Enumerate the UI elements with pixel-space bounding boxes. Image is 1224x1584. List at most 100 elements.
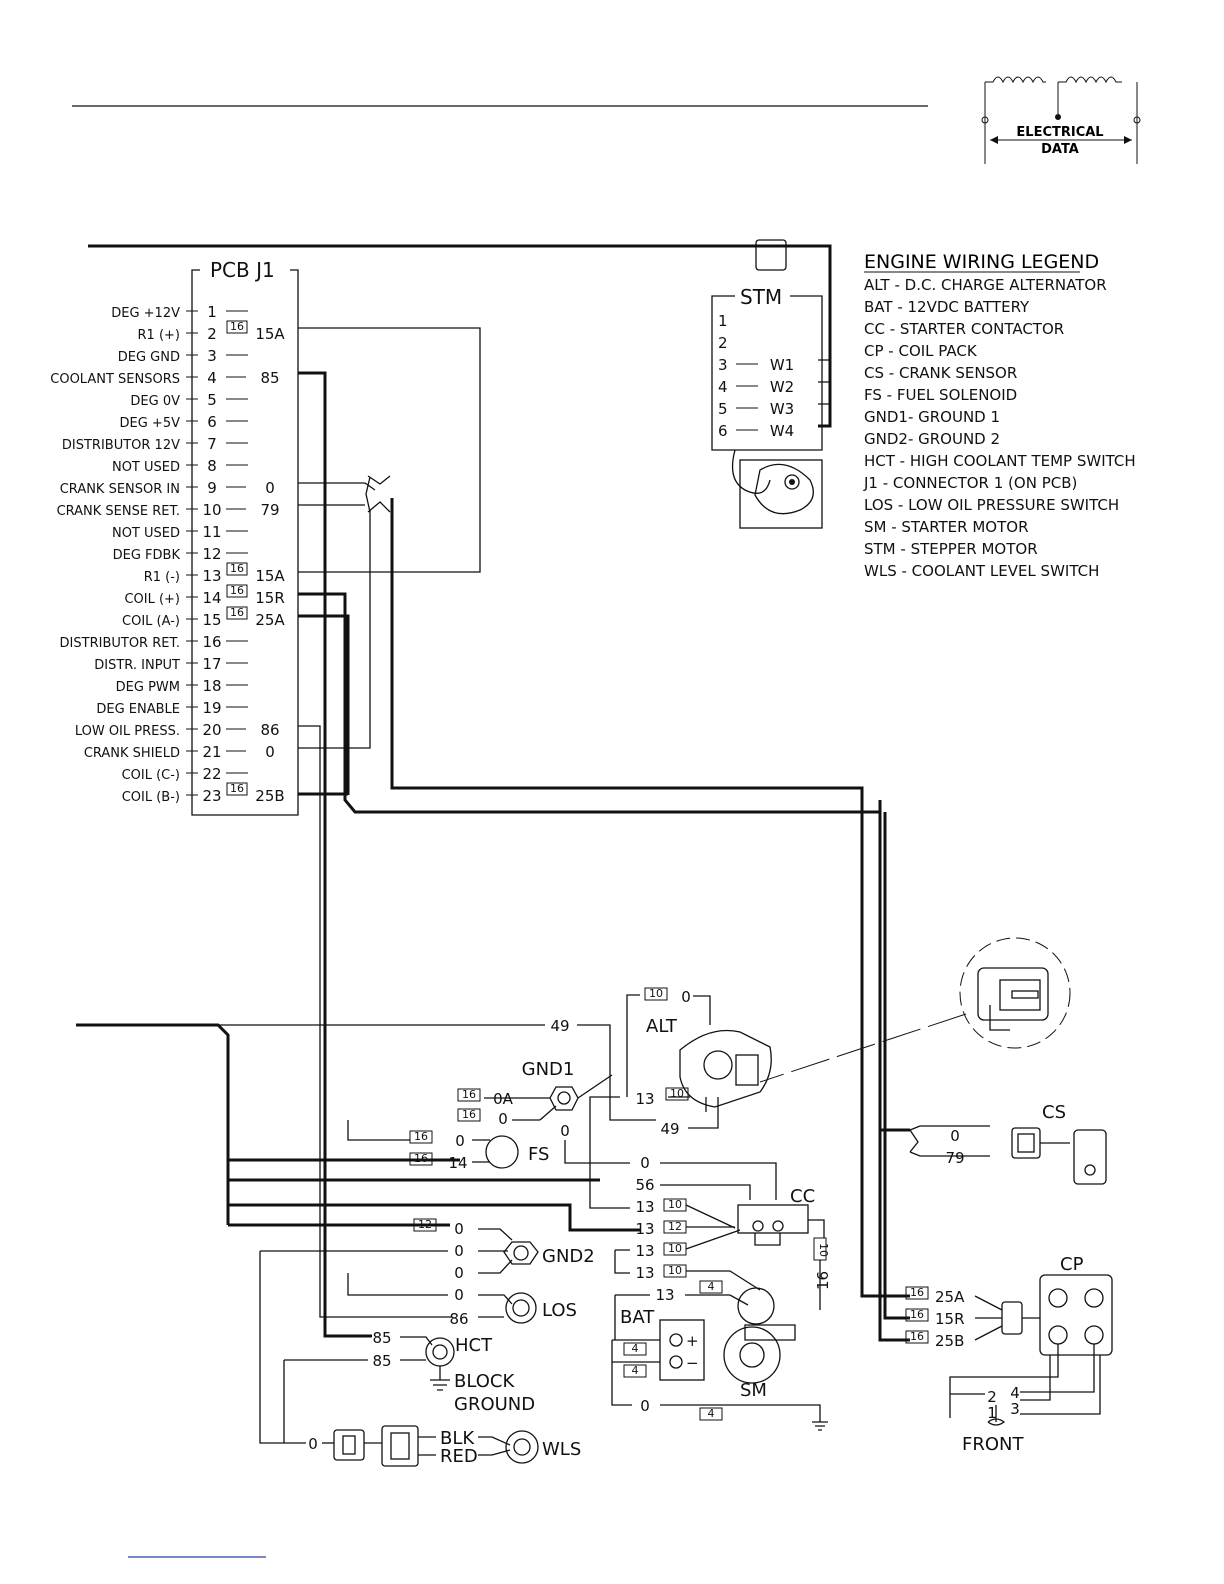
cs-inset-detail <box>759 937 1071 1083</box>
pcb-pin-label: COIL (A-) <box>122 614 180 629</box>
pcb-pin-label: NOT USED <box>112 460 180 475</box>
cp-wire-25b: 25B <box>935 1332 964 1350</box>
fuel-solenoid: 16 0 16 14 FS <box>409 1130 549 1172</box>
legend-item: GND2- GROUND 2 <box>864 430 1000 448</box>
svg-text:10: 10 <box>670 1087 684 1100</box>
alt-wire-0: 0 <box>681 988 691 1006</box>
pcb-pin-row: DEG ENABLE 19 <box>96 699 248 717</box>
wire-49: 49 <box>550 1017 569 1035</box>
stm-connector <box>755 239 787 271</box>
pcb-pin-label: COIL (+) <box>124 592 180 607</box>
pcb-pin-label: R1 (+) <box>138 328 180 343</box>
legend-item: STM - STEPPER MOTOR <box>864 540 1038 558</box>
fs-wire-14: 14 <box>448 1154 467 1172</box>
legend-item: J1 - CONNECTOR 1 (ON PCB) <box>863 474 1077 492</box>
pcb-pin-label: DEG +12V <box>111 306 180 321</box>
legend-item: CS - CRANK SENSOR <box>864 364 1017 382</box>
pcb-pin-number: 8 <box>207 457 217 475</box>
cp-label: CP <box>1060 1254 1084 1275</box>
bat-wire-0: 0 <box>640 1397 650 1415</box>
pcb-pin-number: 9 <box>207 479 217 497</box>
pcb-pin-label: COOLANT SENSORS <box>50 372 180 387</box>
legend-item: ALT - D.C. CHARGE ALTERNATOR <box>864 276 1107 294</box>
cs-wire-79: 79 <box>945 1149 964 1167</box>
sm-label: SM <box>740 1380 767 1401</box>
engine-wiring-legend: ENGINE WIRING LEGEND ALT - D.C. CHARGE A… <box>863 251 1136 580</box>
pcb-pin-row: NOT USED 8 <box>112 457 248 475</box>
stm-pin-number: 3 <box>718 356 728 374</box>
legend-item: FS - FUEL SOLENOID <box>864 386 1017 404</box>
pcb-pin-label: DEG +5V <box>120 416 181 431</box>
wire-15r <box>298 592 910 1132</box>
bat-minus: − <box>686 1354 699 1372</box>
block-ground-label-2: GROUND <box>454 1394 535 1415</box>
stm-pin-number: 5 <box>718 400 728 418</box>
front-label: FRONT <box>962 1434 1024 1455</box>
pcb-pin-wire: 86 <box>260 721 279 739</box>
gauge-box <box>226 606 248 620</box>
pcb-pin-number: 22 <box>202 765 221 783</box>
cc-wire-13d: 13 <box>635 1264 654 1282</box>
los-wire-86: 86 <box>449 1310 468 1328</box>
svg-text:16: 16 <box>414 1152 428 1165</box>
badge-line1: ELECTRICAL <box>1016 125 1103 140</box>
cs-wire-0: 0 <box>950 1127 960 1145</box>
pcb-pin-number: 10 <box>202 501 221 519</box>
gnd2-wire-0c: 0 <box>454 1264 464 1282</box>
hct-wire-85a: 85 <box>372 1329 391 1347</box>
los-label: LOS <box>542 1300 577 1321</box>
svg-text:4: 4 <box>632 1342 639 1355</box>
pcb-pin-number: 20 <box>202 721 221 739</box>
pcb-pin-label: DEG ENABLE <box>96 702 180 717</box>
pcb-pin-label: DEG 0V <box>130 394 180 409</box>
wire-86 <box>298 725 452 1318</box>
pcb-pin-label: DEG GND <box>118 350 180 365</box>
pcb-pin-number: 19 <box>202 699 221 717</box>
stm-pin-number: 4 <box>718 378 728 396</box>
stm-pin-number: 6 <box>718 422 728 440</box>
alt-wire-13: 13 <box>635 1090 654 1108</box>
pcb-pin-number: 16 <box>202 633 221 651</box>
svg-text:2: 2 <box>987 1388 997 1406</box>
gnd1-wire-0: 0 <box>498 1110 508 1128</box>
fs-label: FS <box>528 1144 549 1165</box>
legend-item: WLS - COOLANT LEVEL SWITCH <box>864 562 1099 580</box>
svg-text:3: 3 <box>1010 1400 1020 1418</box>
red-label: RED <box>440 1446 478 1467</box>
pcb-j1-block: PCB J1 <box>191 258 299 816</box>
wire-crank-shield <box>298 510 371 749</box>
hct-label: HCT <box>455 1335 493 1356</box>
pcb-pin-gauge: 16 <box>230 562 244 575</box>
alt-gauge-box <box>644 987 668 1001</box>
pcb-pin-number: 18 <box>202 677 221 695</box>
hct-wire-85b: 85 <box>372 1352 391 1370</box>
bat-wire-13: 13 <box>655 1286 674 1304</box>
pcb-pin-label: R1 (-) <box>144 570 180 585</box>
cp-wire-15r: 15R <box>935 1310 965 1328</box>
wire-85 <box>298 371 372 1338</box>
stm-pin-row: 6 W4 <box>718 422 794 440</box>
blk-label: BLK <box>440 1428 475 1449</box>
stm-pin-wire: W4 <box>770 422 794 440</box>
pcb-pin-label: DISTR. INPUT <box>94 658 180 673</box>
pcb-pin-number: 7 <box>207 435 217 453</box>
pcb-pin-wire: 15R <box>255 589 285 607</box>
pcb-pin-gauge: 16 <box>230 782 244 795</box>
alt-wire-49: 49 <box>660 1120 679 1138</box>
electrical-data-badge: ELECTRICAL DATA <box>981 76 1141 164</box>
cs-label: CS <box>1042 1102 1066 1123</box>
pcb-pin-wire: 0 <box>265 743 275 761</box>
svg-text:12: 12 <box>668 1220 682 1233</box>
pcb-pin-label: CRANK SHIELD <box>84 746 180 761</box>
